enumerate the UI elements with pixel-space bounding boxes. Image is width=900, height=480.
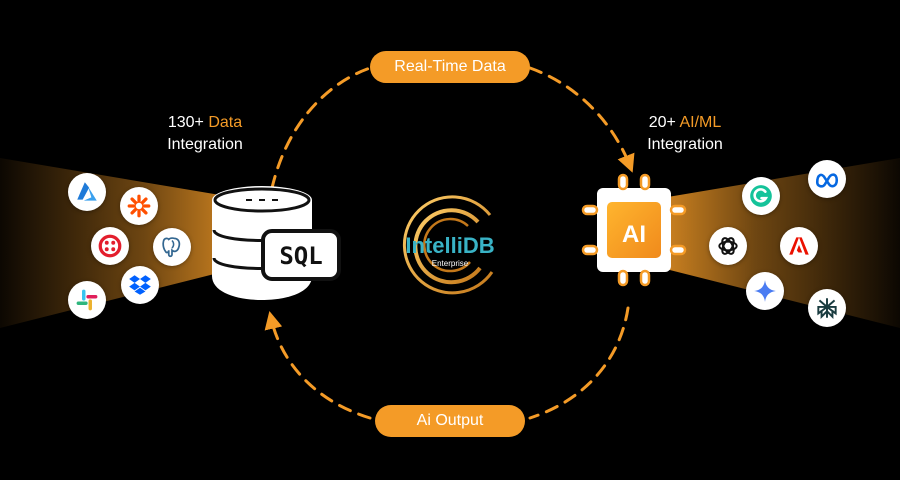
real-time-data-label: Real-Time Data xyxy=(394,58,506,75)
right-beam xyxy=(638,158,900,328)
postgresql-icon xyxy=(153,228,191,266)
right-caption-highlight: AI/ML xyxy=(679,114,722,131)
slack-icon xyxy=(68,281,106,319)
ai-output-label: Ai Output xyxy=(416,412,484,429)
intellidb-logo xyxy=(402,195,494,295)
left-caption-highlight: Data xyxy=(208,114,243,131)
grammarly-icon xyxy=(742,177,780,215)
flow-arc-top-left xyxy=(270,66,372,190)
meta-icon xyxy=(808,160,846,198)
zapier-icon xyxy=(120,187,158,225)
ai-chip-icon xyxy=(581,173,687,287)
logo-subtitle: Enterprise xyxy=(432,259,469,268)
sql-badge xyxy=(261,229,341,281)
right-caption-line2: Integration xyxy=(647,136,723,153)
dropbox-icon xyxy=(121,266,159,304)
sql-label: SQL xyxy=(279,242,322,270)
left-beam xyxy=(0,158,262,328)
flow-arc-top-right xyxy=(528,66,635,173)
left-caption-count: 130+ xyxy=(167,114,204,131)
real-time-data-pill: Real-Time Data xyxy=(370,51,530,83)
adobe-icon xyxy=(780,227,818,265)
right-caption: 20+ AI/ML Integration xyxy=(620,112,750,156)
openai-icon xyxy=(709,227,747,265)
ai-output-pill: Ai Output xyxy=(375,405,525,437)
left-caption-line2: Integration xyxy=(167,136,243,153)
ai-chip-label: AI xyxy=(622,221,646,248)
azure-icon xyxy=(68,173,106,211)
twilio-icon xyxy=(91,227,129,265)
gemini-icon xyxy=(746,272,784,310)
flow-arc-bottom-right xyxy=(528,306,630,420)
logo-name: IntelliDB xyxy=(405,233,494,258)
right-caption-count: 20+ xyxy=(648,114,676,131)
flow-arc-bottom-left xyxy=(264,310,372,420)
left-caption: 130+ Data Integration xyxy=(140,112,270,156)
perplexity-icon xyxy=(808,289,846,327)
